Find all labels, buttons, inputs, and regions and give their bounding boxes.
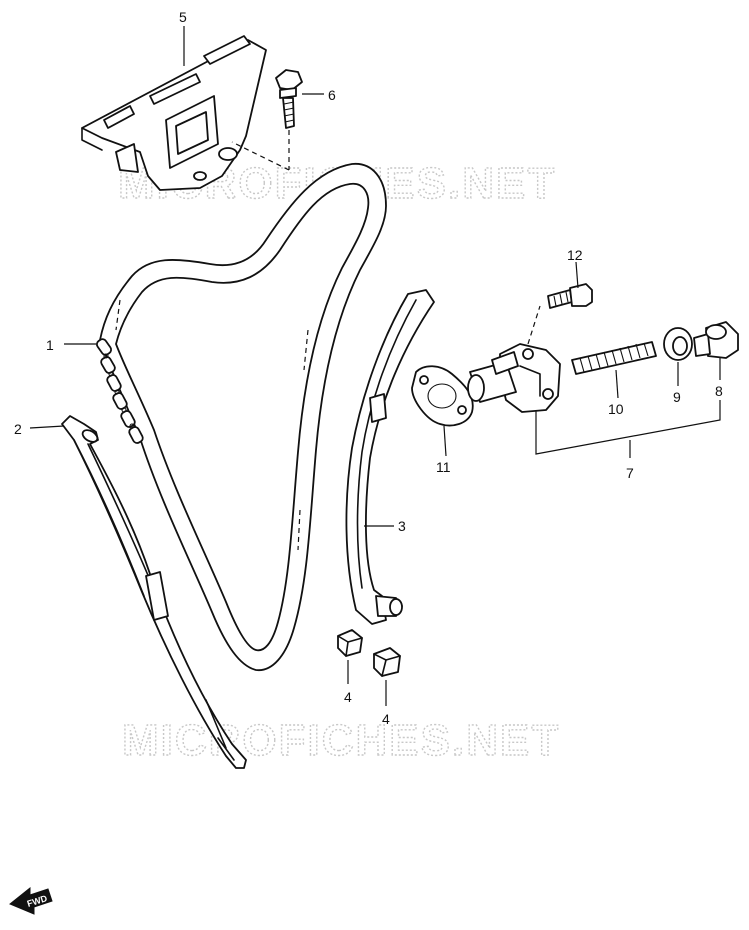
chain-damper-a <box>337 629 363 657</box>
callout-11: 11 <box>436 459 451 475</box>
forward-direction-badge: FWD <box>9 886 53 915</box>
chain-damper-b <box>373 647 401 677</box>
callout-6: 6 <box>328 87 336 103</box>
callout-8: 8 <box>715 383 723 399</box>
tensioner-chain-guide <box>345 289 435 625</box>
callout-12: 12 <box>567 247 583 263</box>
cam-chain <box>95 163 387 671</box>
callout-4a: 4 <box>344 689 352 705</box>
callout-4b: 4 <box>382 711 390 727</box>
callout-2: 2 <box>14 421 22 437</box>
callout-1: 1 <box>46 337 54 353</box>
guide-bolt <box>231 69 303 171</box>
callout-5: 5 <box>179 9 187 25</box>
sealing-washer <box>663 327 693 361</box>
callout-7: 7 <box>626 465 634 481</box>
tensioner-spring <box>571 341 657 375</box>
tensioner-gasket <box>411 365 474 427</box>
tensioner-bolt <box>547 283 593 309</box>
cam-chain-tensioner <box>467 305 561 413</box>
callout-3: 3 <box>398 518 406 534</box>
leader-lines <box>29 26 721 706</box>
rear-chain-guide <box>61 415 247 769</box>
chain-links <box>95 338 144 444</box>
upper-chain-guide <box>81 35 267 191</box>
watermark-bottom: MICROFICHES.NET <box>122 716 560 765</box>
tensioner-cap-bolt <box>693 321 739 359</box>
callout-10: 10 <box>608 401 624 417</box>
callout-9: 9 <box>673 389 681 405</box>
